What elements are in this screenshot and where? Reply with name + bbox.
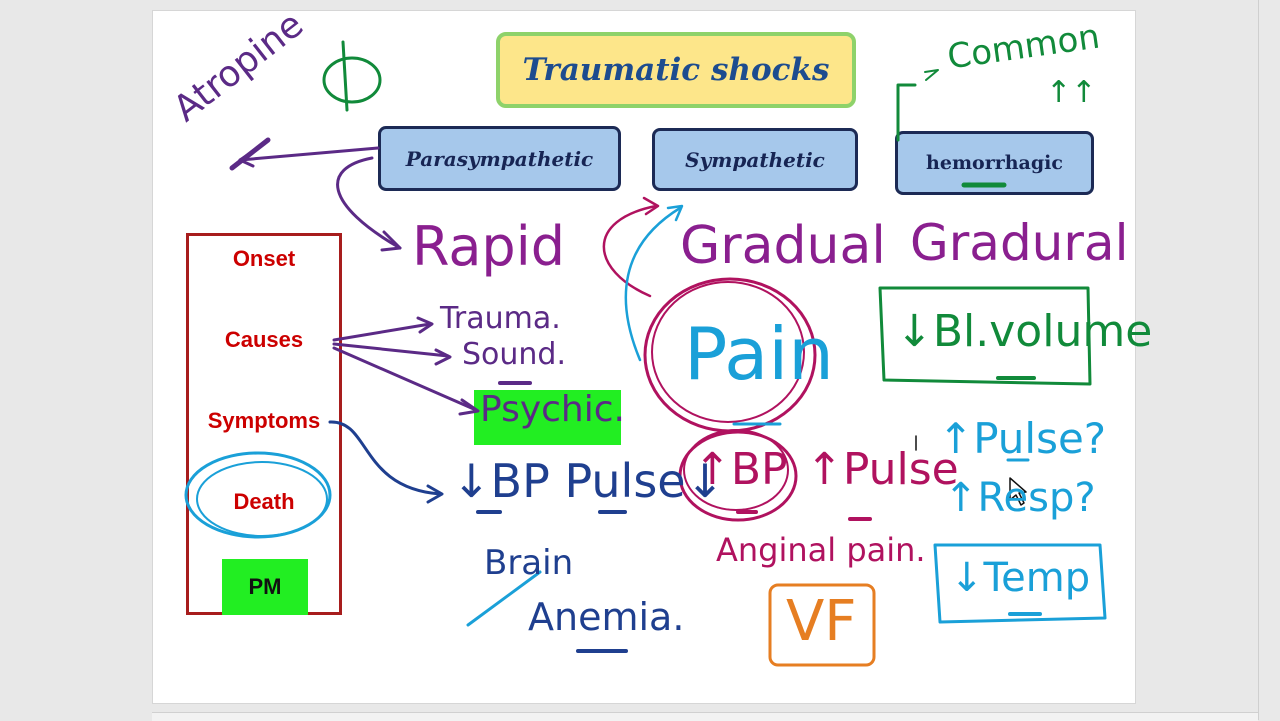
death-circle-inner — [196, 461, 328, 537]
note-symp-death-vf: VF — [786, 589, 857, 654]
atropine-arrow — [238, 146, 380, 162]
note-symp-onset: Gradual — [680, 216, 886, 276]
common-bracket — [896, 83, 917, 142]
title-box: Traumatic shocks — [496, 32, 856, 108]
para-to-rapid-arrow — [336, 156, 402, 250]
magenta-arrowhead — [642, 196, 660, 216]
bp-circle-inner — [683, 429, 789, 511]
atropine-arrowhead — [238, 150, 255, 168]
row-label-death: Death — [233, 489, 295, 514]
note-cause-psychic: Psychic. — [480, 389, 625, 430]
common-pointer — [924, 69, 939, 81]
mouse-cursor-icon — [1009, 477, 1027, 506]
note-cause-sound: Sound. — [462, 337, 567, 372]
cause-arrow-sound — [332, 342, 450, 358]
note-para-death-anemia: Anemia. — [528, 595, 685, 639]
title-text: Traumatic shocks — [522, 52, 830, 88]
cause-arrow-trauma — [332, 322, 432, 342]
para-to-rapid-arrowhead — [380, 230, 402, 252]
note-hemo-resp: ↑Resp? — [944, 475, 1096, 521]
hemorrhagic-label: hemorrhagic — [926, 152, 1063, 174]
cyan-arrowhead — [666, 204, 684, 222]
cause-arrowhead-psychic — [458, 398, 480, 416]
parasympathetic-label: Parasympathetic — [405, 146, 594, 171]
note-symp-cause-pain: Pain — [684, 312, 834, 396]
cause-arrowhead-sound — [434, 348, 452, 366]
bp-circle-outer — [678, 430, 798, 522]
note-hemo-temp: ↓Temp — [950, 555, 1091, 601]
vf-box — [768, 583, 876, 667]
sympathetic-box: Sympathetic — [652, 128, 858, 191]
pain-to-sympathetic-arrow-cyan — [624, 206, 682, 362]
row-label-causes: Causes — [224, 327, 304, 352]
row-label-pm: PM — [222, 559, 308, 615]
note-common-arrows: ↑↑ — [1046, 75, 1097, 110]
note-symp-pulse: ↑Pulse — [806, 444, 959, 495]
blood-volume-box — [878, 286, 1092, 386]
window-scroll-strip[interactable] — [1258, 0, 1280, 720]
cause-arrow-psychic — [332, 346, 478, 412]
temp-box — [933, 543, 1107, 624]
note-para-symptoms: ↓BP Pulse↓ — [452, 454, 725, 508]
note-hemo-onset: Gradural — [910, 214, 1129, 272]
phi-circle — [322, 56, 382, 104]
note-hemo-cause: ↓Bl.volume — [896, 306, 1153, 357]
symptoms-arrow — [328, 420, 442, 496]
cause-arrowhead-trauma — [416, 316, 434, 334]
note-cause-trauma: Trauma. — [440, 301, 561, 336]
death-circle-outer — [184, 451, 332, 539]
row-label-symptoms: Symptoms — [207, 408, 321, 433]
sympathetic-label: Sympathetic — [685, 147, 825, 172]
brain-check-stroke — [466, 570, 542, 627]
pain-to-sympathetic-arrow-magenta — [602, 204, 658, 298]
row-label-onset: Onset — [232, 246, 296, 271]
phi-stem — [341, 40, 349, 112]
note-symp-bp: ↑BP — [694, 444, 788, 495]
psychic-highlight — [474, 390, 621, 445]
note-symp-death-anginal: Anginal pain. — [716, 531, 926, 569]
symptoms-arrowhead — [426, 484, 444, 504]
note-para-onset: Rapid — [412, 215, 565, 278]
note-hemo-pulse: ↑Pulse? — [938, 414, 1107, 463]
note-para-death-brain: Brain — [484, 543, 574, 583]
window-bottom-strip — [152, 712, 1258, 721]
parasympathetic-box: Parasympathetic — [378, 126, 621, 191]
pain-circle-inner — [651, 281, 805, 423]
